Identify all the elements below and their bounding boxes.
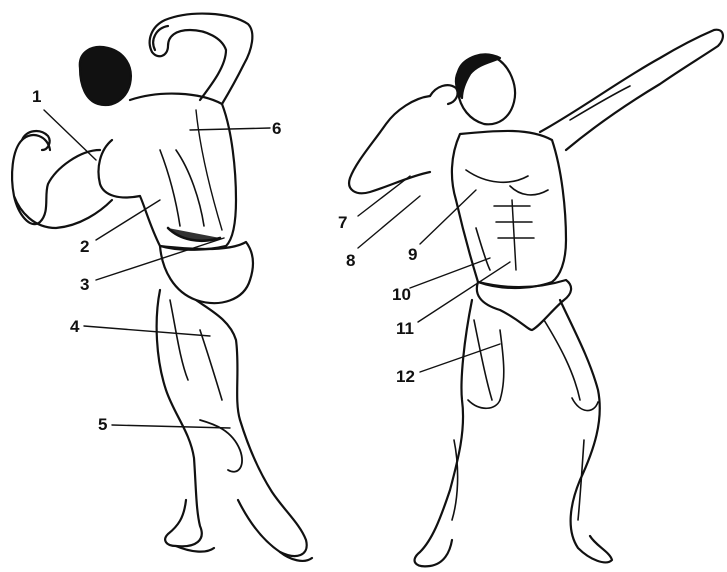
label-10: 10	[392, 286, 411, 303]
leader-line-6	[190, 128, 270, 130]
leader-line-1	[44, 110, 96, 160]
front-figure-knees	[468, 398, 598, 411]
front-figure-pecs	[466, 170, 548, 195]
back-figure-foot	[176, 546, 312, 561]
back-figure-spine	[196, 110, 222, 230]
front-figure-arm-muscle	[570, 86, 630, 120]
label-8: 8	[346, 252, 355, 269]
front-figure-abs	[494, 200, 534, 270]
front-figure-torso	[452, 131, 566, 288]
front-figure-leg-left	[415, 300, 472, 566]
back-pose-figure	[12, 14, 312, 561]
front-figure-calves	[452, 440, 584, 520]
leader-line-12	[420, 344, 500, 372]
label-5: 5	[98, 416, 107, 433]
label-3: 3	[80, 276, 89, 293]
leader-lines	[44, 110, 510, 428]
label-1: 1	[32, 88, 41, 105]
label-9: 9	[408, 246, 417, 263]
front-figure-hair	[456, 54, 500, 98]
back-figure-head	[80, 47, 131, 105]
front-figure-leg-right	[560, 300, 612, 562]
front-figure-obliques	[476, 228, 490, 270]
leader-line-8	[358, 196, 420, 248]
front-figure-quads	[474, 320, 580, 400]
label-7: 7	[338, 214, 347, 231]
front-figure-trunks	[477, 280, 571, 330]
front-figure-flexed-arm	[349, 96, 430, 193]
label-6: 6	[272, 120, 281, 137]
label-4: 4	[70, 318, 79, 335]
label-12: 12	[396, 368, 415, 385]
back-figure-lower-back	[168, 228, 220, 241]
back-figure-lat	[160, 150, 204, 226]
label-2: 2	[80, 238, 89, 255]
back-figure-leg-left	[157, 290, 202, 546]
back-figure-raised-forearm	[153, 26, 168, 50]
back-figure-hamstring	[170, 300, 222, 400]
back-figure-left-arm	[12, 135, 112, 228]
label-11: 11	[396, 320, 414, 337]
leader-line-9	[420, 190, 476, 244]
front-figure-hand	[430, 85, 458, 104]
leader-line-11	[418, 262, 510, 322]
front-figure-extended-arm	[540, 30, 723, 150]
back-figure-trunks	[160, 242, 253, 303]
leader-line-4	[84, 326, 210, 336]
leader-line-7	[358, 176, 410, 216]
leader-line-5	[112, 425, 230, 428]
